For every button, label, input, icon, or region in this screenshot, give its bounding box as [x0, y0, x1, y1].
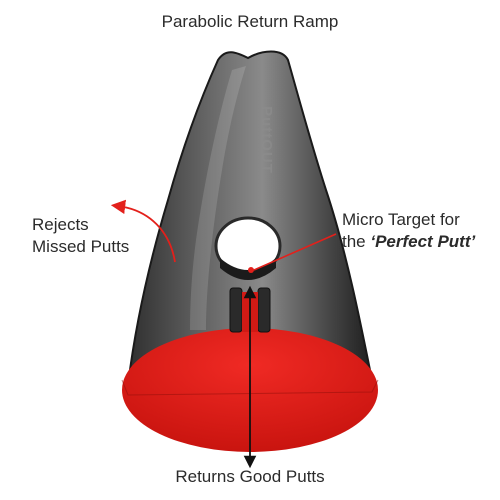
label-rejects-missed-putts: Rejects Missed Putts	[32, 214, 129, 258]
label-micro-target: Micro Target for the ‘Perfect Putt’	[342, 209, 475, 253]
label-rejects-line2: Missed Putts	[32, 237, 130, 256]
label-micro-target-line2: the ‘Perfect Putt’	[342, 231, 475, 253]
target-pointer-line	[253, 233, 337, 271]
label-perfect-putt: ‘Perfect Putt’	[370, 232, 476, 251]
svg-text:PuttOUT: PuttOUT	[258, 106, 275, 174]
label-rejects-line1: Rejects	[32, 215, 89, 234]
label-micro-target-line1: Micro Target for	[342, 210, 460, 229]
label-returns-good-putts: Returns Good Putts	[175, 467, 325, 486]
label-micro-target-prefix: the	[342, 232, 371, 251]
logo-mark: PuttOUT	[258, 106, 275, 174]
micro-target-hole	[214, 216, 282, 280]
label-parabolic-return-ramp: Parabolic Return Ramp	[161, 12, 339, 31]
rejects-arrow	[110, 199, 176, 263]
